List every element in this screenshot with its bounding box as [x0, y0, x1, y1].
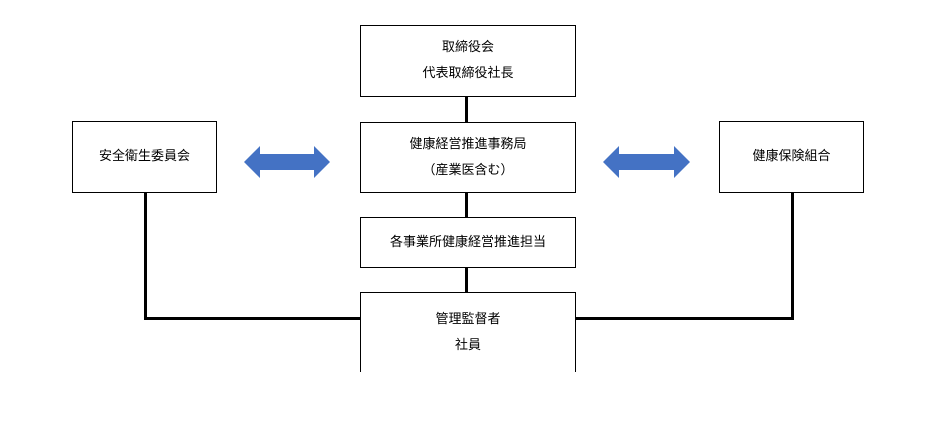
connector-safety-committee-vertical — [144, 192, 147, 320]
site-leads-label: 各事業所健康経営推進担当 — [389, 234, 546, 250]
safety-committee-box: 安全衛生委員会 — [72, 121, 217, 193]
employees-label: 社員 — [454, 337, 481, 353]
double-headed-arrow-icon — [603, 146, 690, 178]
managers-box: 管理監督者 社員 — [360, 292, 576, 372]
promotion-office-label: 健康経営推進事務局 — [409, 136, 527, 152]
connector-safety-committee-horizontal — [144, 317, 361, 320]
health-insurance-box: 健康保険組合 — [719, 121, 864, 193]
connector-board-to-office — [465, 97, 468, 122]
occupational-physician-note: （産業医含む） — [422, 162, 514, 178]
managers-label: 管理監督者 — [435, 311, 501, 327]
site-leads-box: 各事業所健康経営推進担当 — [360, 217, 576, 268]
representative-director-label: 代表取締役社長 — [422, 66, 514, 81]
promotion-office-box: 健康経営推進事務局 （産業医含む） — [360, 122, 576, 193]
double-headed-arrow-icon — [244, 146, 330, 178]
board-box: 取締役会 代表取締役社長 — [360, 25, 576, 97]
connector-site-leads-to-managers — [465, 267, 468, 292]
safety-committee-label: 安全衛生委員会 — [98, 149, 190, 164]
board-label: 取締役会 — [441, 40, 494, 55]
connector-health-insurance-vertical — [791, 192, 794, 320]
connector-office-to-site-leads — [465, 192, 468, 217]
connector-health-insurance-horizontal — [575, 317, 794, 320]
health-insurance-label: 健康保険組合 — [752, 149, 831, 164]
